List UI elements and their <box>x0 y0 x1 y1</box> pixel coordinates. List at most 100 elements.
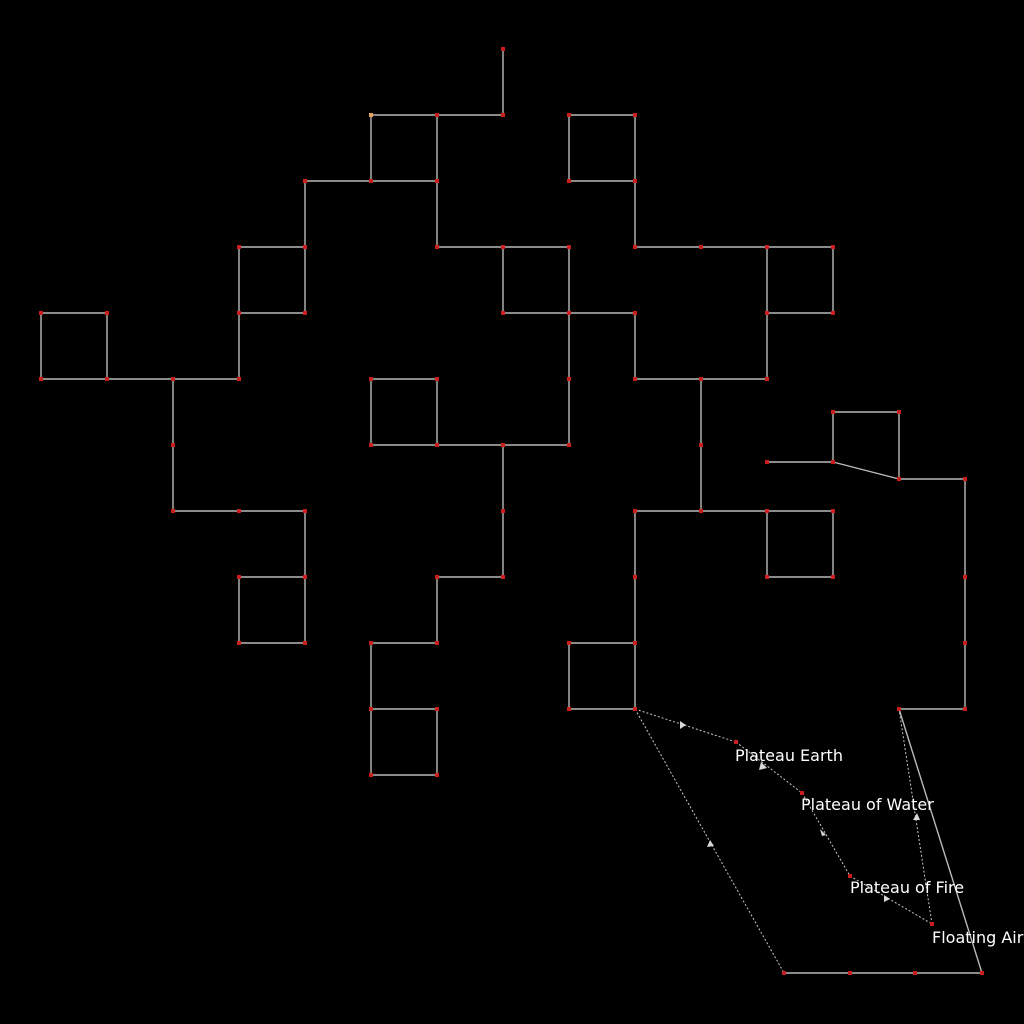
map-node <box>435 575 439 579</box>
map-node <box>633 113 637 117</box>
corridor <box>238 180 437 314</box>
map-node <box>303 179 307 183</box>
map-corridors <box>40 49 983 974</box>
map-node <box>963 707 967 711</box>
map-node <box>699 377 703 381</box>
map-node <box>765 311 769 315</box>
direction-arrow <box>759 762 767 770</box>
map-node <box>831 245 835 249</box>
map-node <box>237 509 241 513</box>
path-dotted <box>735 741 803 794</box>
map-node <box>567 443 571 447</box>
map-node <box>633 245 637 249</box>
corridor <box>40 312 240 380</box>
map-node <box>567 113 571 117</box>
map-node <box>897 477 901 481</box>
map-node <box>171 509 175 513</box>
corridor <box>172 379 306 644</box>
direction-arrow <box>884 895 890 902</box>
map-node <box>567 641 571 645</box>
map-node <box>435 641 439 645</box>
corridor <box>370 445 504 776</box>
map-node <box>567 377 571 381</box>
map-node <box>171 443 175 447</box>
map-node <box>303 575 307 579</box>
map-node <box>765 460 769 464</box>
map-node <box>105 311 109 315</box>
map-node <box>171 377 175 381</box>
path-dotted <box>634 708 737 743</box>
direction-arrow <box>680 721 686 729</box>
map-node <box>699 443 703 447</box>
map-node <box>501 311 505 315</box>
map-node <box>633 377 637 381</box>
map-node <box>848 874 852 878</box>
corridor <box>767 411 900 480</box>
corridor <box>568 114 636 182</box>
map-node <box>567 245 571 249</box>
map-node <box>369 641 373 645</box>
map-node <box>567 179 571 183</box>
map-node <box>369 377 373 381</box>
corridor <box>370 313 570 446</box>
map-node <box>633 707 637 711</box>
map-node <box>633 311 637 315</box>
map-node <box>963 575 967 579</box>
map-node <box>303 509 307 513</box>
map-node <box>633 641 637 645</box>
map-node <box>848 971 852 975</box>
map-node <box>435 113 439 117</box>
map-node <box>699 509 703 513</box>
map-node <box>633 509 637 513</box>
corridor <box>899 478 966 710</box>
map-node <box>897 707 901 711</box>
start-node <box>369 113 373 117</box>
map-node <box>913 971 917 975</box>
map-node <box>369 773 373 777</box>
map-node <box>897 410 901 414</box>
map-node <box>501 575 505 579</box>
map-node <box>237 575 241 579</box>
map-node <box>237 245 241 249</box>
map-node <box>303 245 307 249</box>
map-node <box>435 245 439 249</box>
map-node <box>800 791 804 795</box>
corridor <box>568 379 702 710</box>
map-node <box>831 509 835 513</box>
map-node <box>765 509 769 513</box>
map-node <box>963 641 967 645</box>
map-node <box>39 377 43 381</box>
map-node <box>237 311 241 315</box>
map-node <box>831 311 835 315</box>
corridor <box>569 312 768 380</box>
map-node <box>633 179 637 183</box>
map-nodes <box>39 47 984 975</box>
label-floating-air: Floating Air <box>932 928 1024 947</box>
map-node <box>782 971 786 975</box>
map-node <box>303 641 307 645</box>
label-plateau-earth: Plateau Earth <box>735 746 843 765</box>
map-node <box>435 707 439 711</box>
map-node <box>105 377 109 381</box>
map-node <box>501 443 505 447</box>
corridor <box>701 510 834 578</box>
map-node <box>501 47 505 51</box>
direction-arrow <box>707 840 714 847</box>
map-node <box>39 311 43 315</box>
path-dotted <box>634 708 785 974</box>
map-node <box>699 245 703 249</box>
map-node <box>831 410 835 414</box>
map-node <box>765 377 769 381</box>
corridor <box>436 115 570 314</box>
map-node <box>567 311 571 315</box>
map-node <box>303 311 307 315</box>
map-node <box>501 245 505 249</box>
map-node <box>765 245 769 249</box>
map-node <box>501 113 505 117</box>
map-node <box>369 707 373 711</box>
map-node <box>567 707 571 711</box>
map-node <box>633 575 637 579</box>
map-labels: Plateau Earth Plateau of Water Plateau o… <box>735 746 1024 947</box>
map-node <box>734 740 738 744</box>
